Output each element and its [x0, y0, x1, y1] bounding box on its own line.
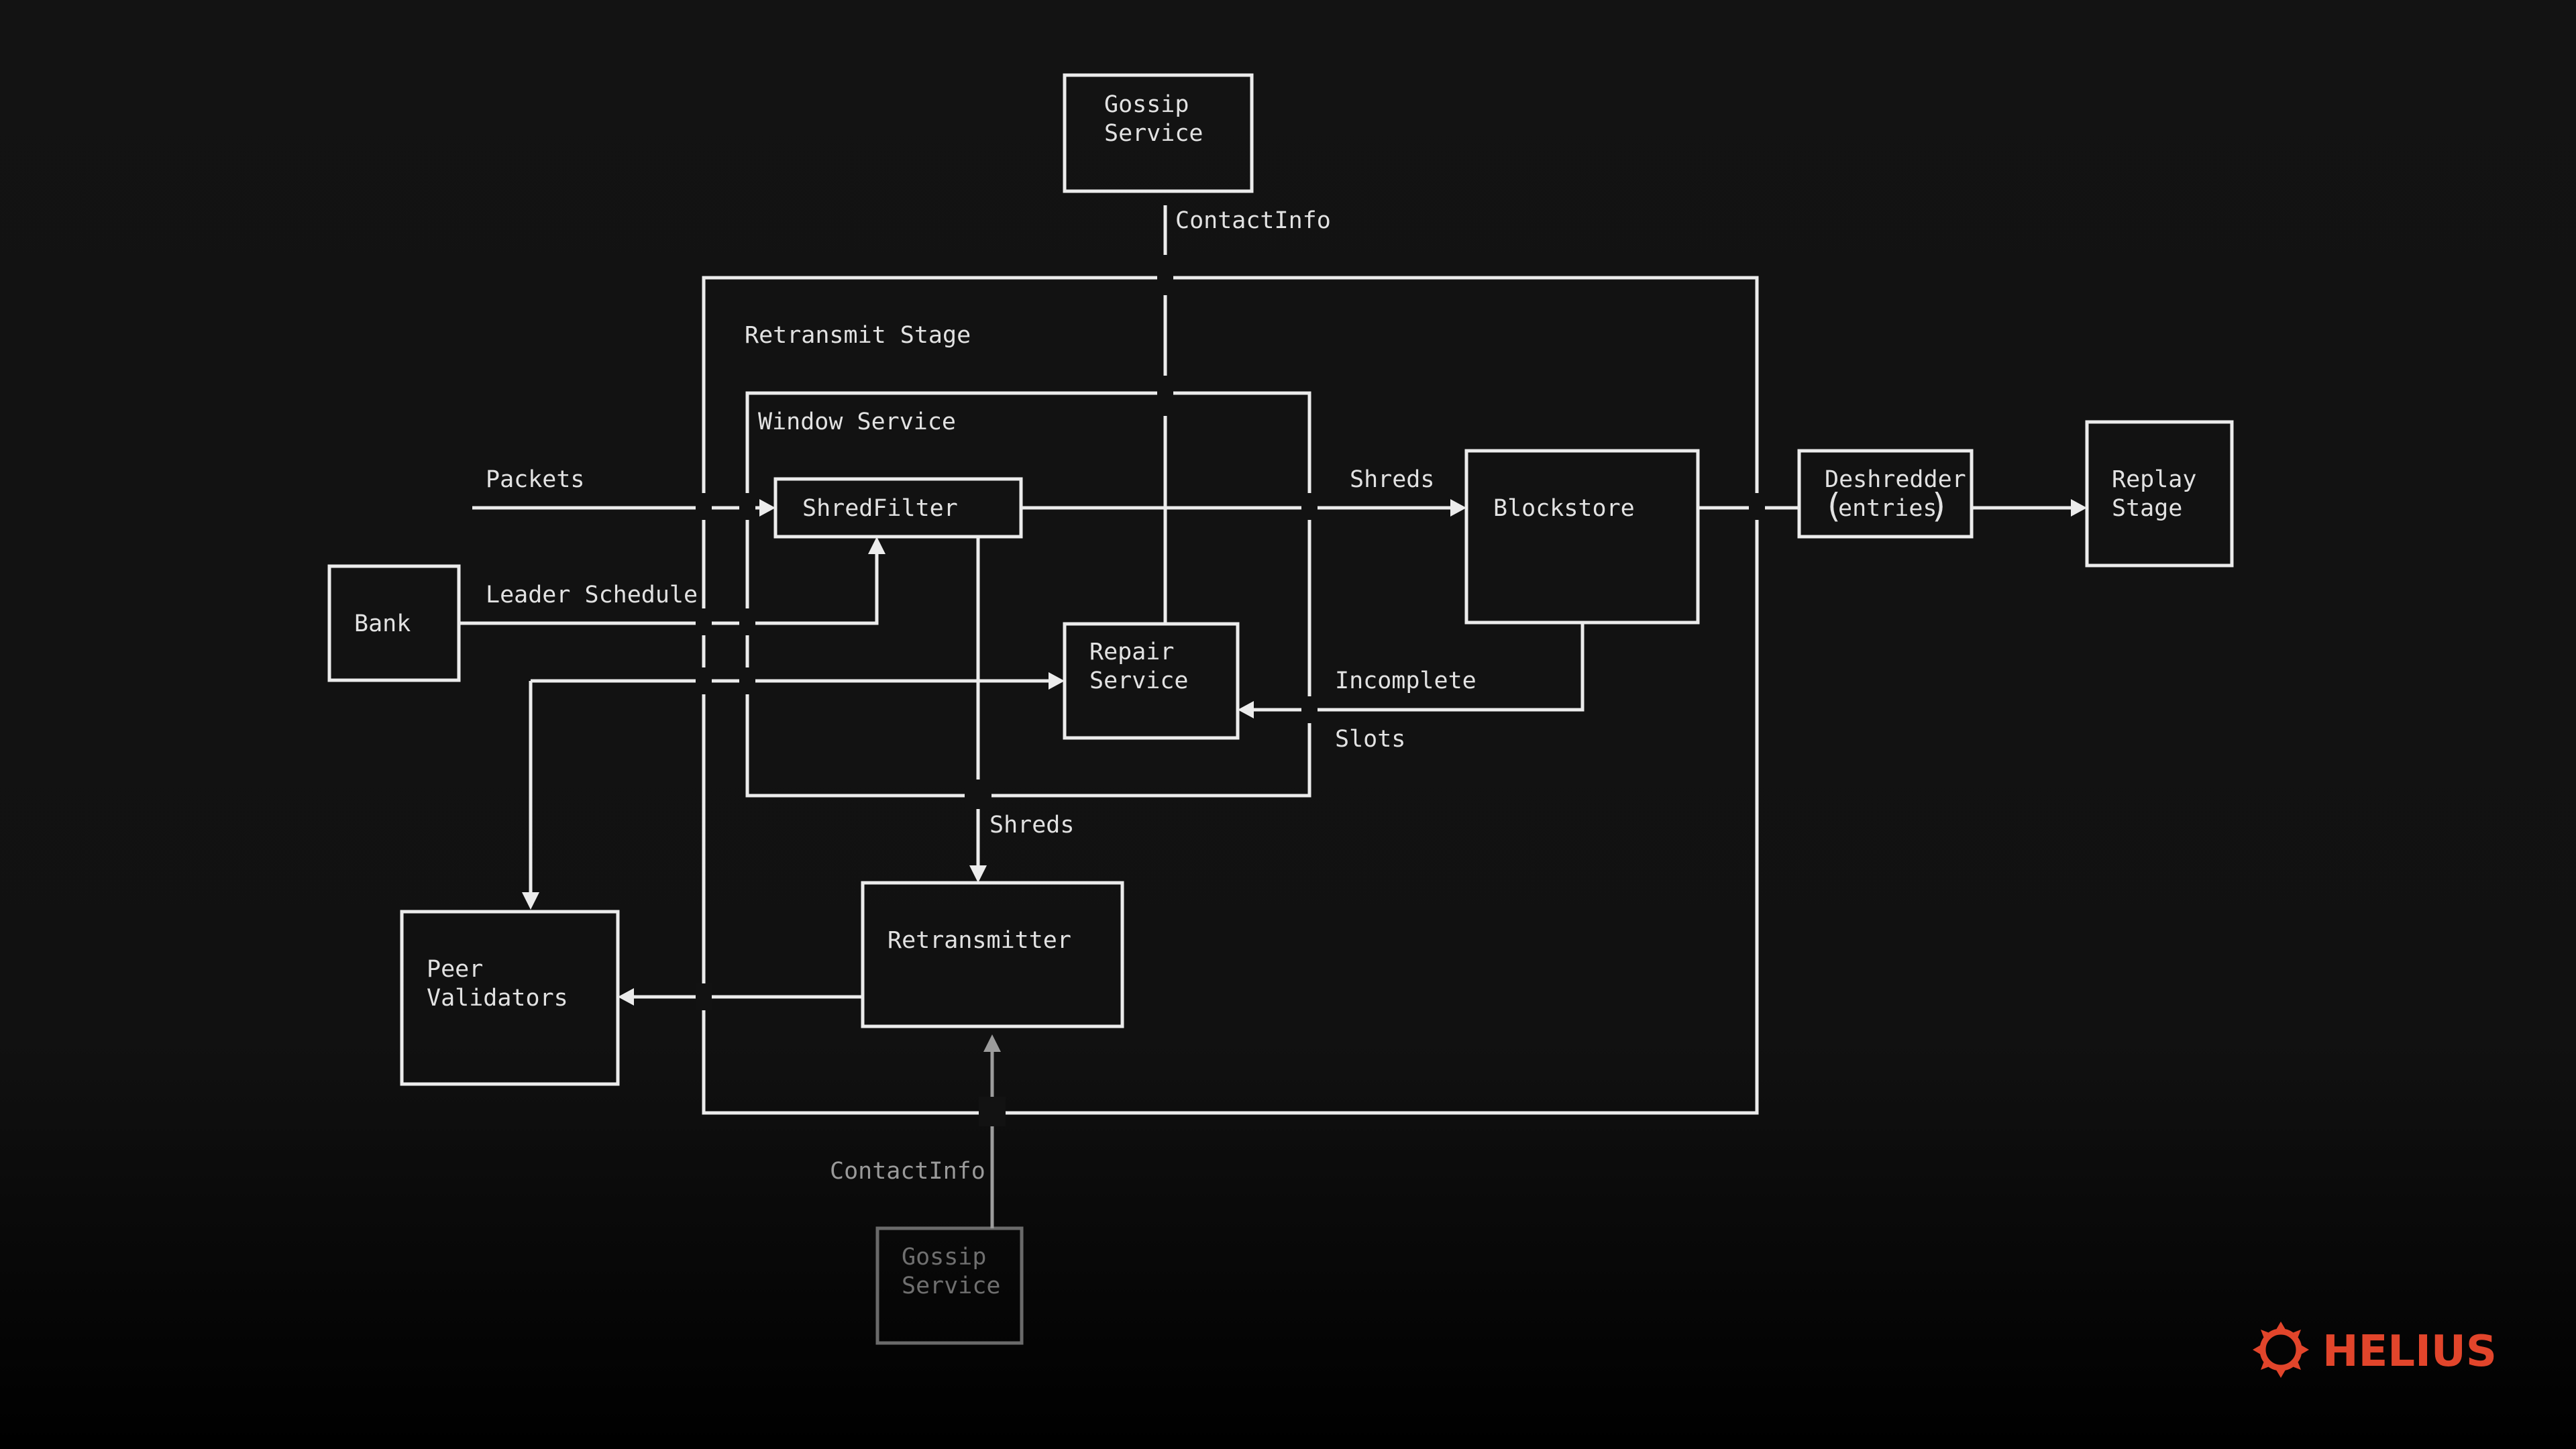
retransmitter-node: Retransmitter: [861, 881, 1124, 1028]
svg-text:Gossip: Gossip: [1104, 91, 1189, 118]
svg-text:Shreds: Shreds: [1350, 466, 1434, 493]
gossip-service-bottom-node: Gossip Service: [875, 1226, 1024, 1345]
edge-incomplete-slots: Incomplete Slots: [1238, 623, 1585, 753]
edge-contact-info-bottom: ContactInfo: [830, 1034, 1001, 1228]
svg-text:): ): [1929, 486, 1949, 525]
retransmit-stage-label: Retransmit Stage: [745, 322, 971, 349]
svg-text:Leader Schedule: Leader Schedule: [486, 582, 698, 608]
edge-retransmitter-to-peers: [618, 988, 863, 1006]
helius-sun-icon: [2253, 1322, 2309, 1378]
svg-text:Stage: Stage: [2112, 495, 2182, 522]
replay-stage-node: Replay Stage: [2085, 420, 2234, 568]
retransmit-stage-group: Retransmit Stage: [702, 276, 1759, 1115]
bank-node: Bank: [327, 564, 461, 682]
helius-logo: HELIUS: [2253, 1322, 2497, 1378]
edge-shreds-to-retransmitter: Shreds: [969, 537, 1074, 883]
edge-shreds-to-blockstore: Shreds: [1021, 466, 1466, 517]
edge-repair-peer-validators: [522, 672, 1065, 910]
window-service-label: Window Service: [758, 409, 956, 435]
svg-text:(: (: [1823, 486, 1843, 525]
edge-contact-info-top: ContactInfo: [1163, 205, 1331, 624]
svg-text:Service: Service: [1089, 667, 1189, 694]
svg-text:ShredFilter: ShredFilter: [802, 495, 958, 522]
svg-text:entries: entries: [1838, 495, 1937, 522]
svg-text:Incomplete: Incomplete: [1335, 667, 1477, 694]
svg-text:Service: Service: [1104, 120, 1203, 147]
edge-deshredder-to-replay: [1972, 499, 2087, 517]
edge-packets: Packets: [472, 466, 775, 517]
deshredder-node: Deshredder ( entries ): [1797, 449, 1974, 539]
svg-text:Gossip: Gossip: [902, 1244, 986, 1271]
svg-text:Service: Service: [902, 1273, 1001, 1299]
svg-text:Retransmitter: Retransmitter: [888, 927, 1071, 954]
svg-text:Peer: Peer: [427, 956, 483, 983]
repair-service-node: Repair Service: [1063, 622, 1240, 740]
svg-text:Replay: Replay: [2112, 466, 2196, 493]
svg-text:Blockstore: Blockstore: [1493, 495, 1635, 522]
svg-text:ContactInfo: ContactInfo: [1175, 207, 1331, 234]
helius-wordmark: HELIUS: [2322, 1327, 2497, 1377]
svg-text:Validators: Validators: [427, 985, 568, 1012]
svg-text:Bank: Bank: [354, 610, 411, 637]
blockstore-node: Blockstore: [1464, 449, 1700, 625]
svg-text:Shreds: Shreds: [989, 812, 1074, 839]
crossing-gaps: [696, 255, 1765, 1126]
svg-text:Slots: Slots: [1335, 726, 1405, 753]
window-service-group: Window Service: [745, 391, 1311, 798]
edge-leader-schedule: Leader Schedule: [459, 537, 885, 625]
shred-filter-node: ShredFilter: [773, 477, 1023, 539]
gossip-service-top-node: Gossip Service: [1063, 73, 1254, 193]
svg-text:Packets: Packets: [486, 466, 585, 493]
peer-validators-node: Peer Validators: [400, 910, 620, 1086]
svg-text:Repair: Repair: [1089, 639, 1174, 665]
svg-text:ContactInfo: ContactInfo: [830, 1158, 985, 1185]
svg-text:Deshredder: Deshredder: [1825, 466, 1966, 493]
